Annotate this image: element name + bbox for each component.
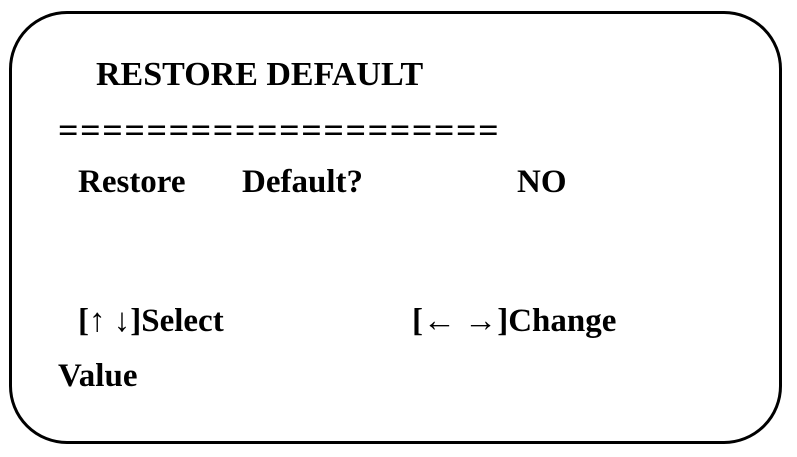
menu-title: RESTORE DEFAULT <box>96 56 424 93</box>
restore-default-label-restore: Restore <box>78 164 186 200</box>
restore-default-value[interactable]: NO <box>517 164 567 200</box>
change-value-hint: Value <box>58 358 138 394</box>
restore-default-label-default: Default? <box>242 164 363 200</box>
osd-menu-frame <box>9 11 782 444</box>
title-divider: ==================== <box>58 110 501 150</box>
change-hint: [← →]Change <box>412 303 617 339</box>
select-hint: [↑ ↓]Select <box>78 303 224 339</box>
